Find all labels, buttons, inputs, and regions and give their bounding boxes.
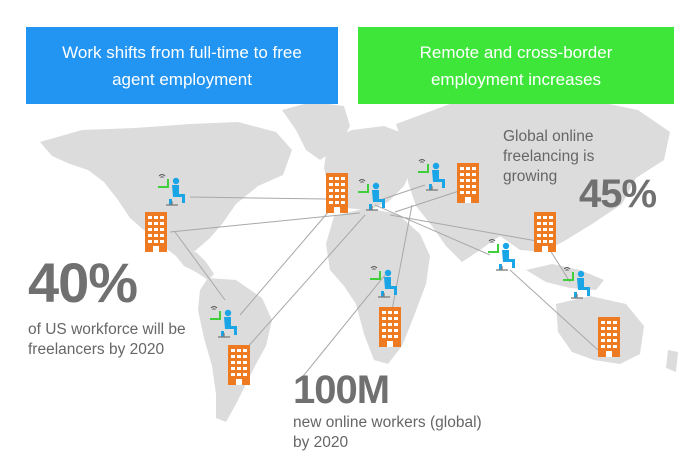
office-building-icon <box>534 212 556 252</box>
office-building-icon <box>145 212 167 252</box>
office-building-icon <box>598 317 620 357</box>
online-workers-stat-value: 100M <box>293 368 390 412</box>
banner-remote-employment: Remote and cross-border employment incre… <box>358 27 674 104</box>
us-freelancer-stat-label: of US workforce will be freelancers by 2… <box>28 321 186 358</box>
banner-full-time-shift: Work shifts from full-time to free agent… <box>26 27 338 104</box>
freelancer-at-laptop-icon <box>487 238 516 271</box>
connection-lines <box>169 184 599 381</box>
office-building-icon <box>326 173 348 213</box>
us-freelancer-stat-value: 40% <box>28 251 138 314</box>
office-building-icon <box>457 163 479 203</box>
online-freelancing-stat-label: Global online freelancing is growing <box>503 128 595 185</box>
online-workers-stat-label: new online workers (global) by 2020 <box>293 414 482 451</box>
office-building-icon <box>379 307 401 347</box>
online-freelancing-stat-value: 45% <box>579 172 657 216</box>
office-building-icon <box>228 345 250 385</box>
banner-remote-employment-label: Remote and cross-border employment incre… <box>419 42 613 89</box>
banner-full-time-shift-label: Work shifts from full-time to free agent… <box>62 42 302 89</box>
